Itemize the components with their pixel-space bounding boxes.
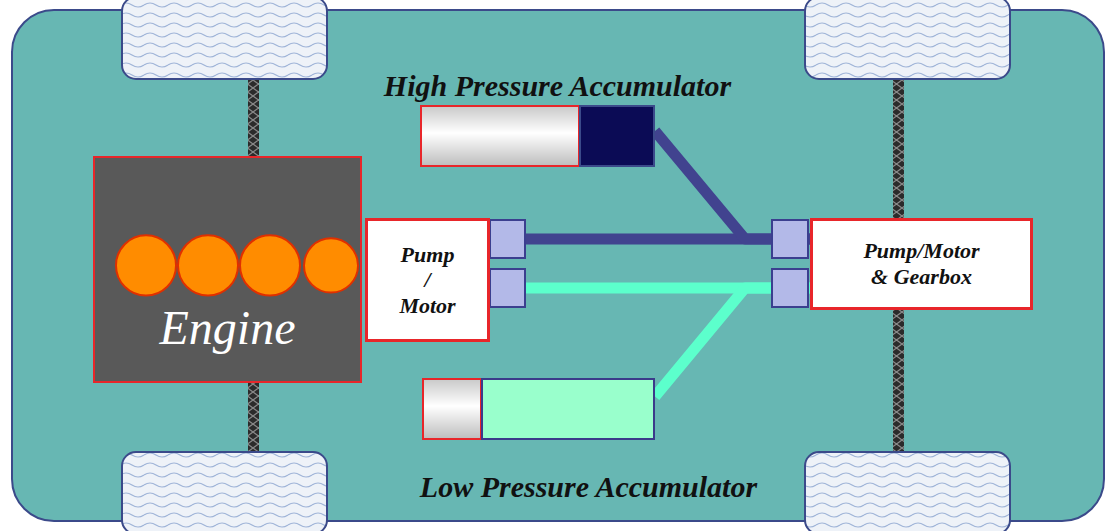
wheel bbox=[805, 0, 1010, 79]
vehicle-body bbox=[12, 10, 1104, 521]
fluid-chamber bbox=[580, 106, 654, 166]
wheel bbox=[122, 452, 327, 531]
cylinder bbox=[304, 238, 358, 292]
accumulator: High Pressure Accumulator bbox=[420, 105, 655, 167]
accumulator-symbol bbox=[420, 105, 655, 167]
pump-motor-gearbox-box: Pump/Motor & Gearbox bbox=[810, 218, 1033, 310]
wheel bbox=[122, 0, 327, 79]
accumulator-label: High Pressure Accumulator bbox=[384, 69, 731, 102]
fluid-chamber bbox=[482, 379, 654, 439]
accumulator: Low Pressure Accumulator bbox=[422, 378, 655, 440]
port-block bbox=[490, 220, 525, 258]
gas-chamber bbox=[421, 106, 579, 166]
cylinder bbox=[240, 235, 300, 295]
port-block bbox=[772, 220, 808, 258]
wheel bbox=[805, 452, 1010, 531]
port-block bbox=[490, 269, 525, 307]
accumulator-symbol bbox=[422, 378, 655, 440]
accumulator-label: Low Pressure Accumulator bbox=[420, 470, 757, 503]
cylinder bbox=[116, 235, 176, 295]
gearbox-label: Pump/Motor & Gearbox bbox=[813, 238, 1030, 291]
cylinder bbox=[178, 235, 238, 295]
engine-label: Engine bbox=[160, 302, 296, 355]
engine-block: Engine bbox=[93, 156, 362, 383]
pump-motor-box: Pump / Motor bbox=[365, 218, 490, 342]
gas-chamber bbox=[423, 379, 481, 439]
port-block bbox=[772, 269, 808, 307]
pump-motor-label: Pump / Motor bbox=[399, 242, 455, 318]
